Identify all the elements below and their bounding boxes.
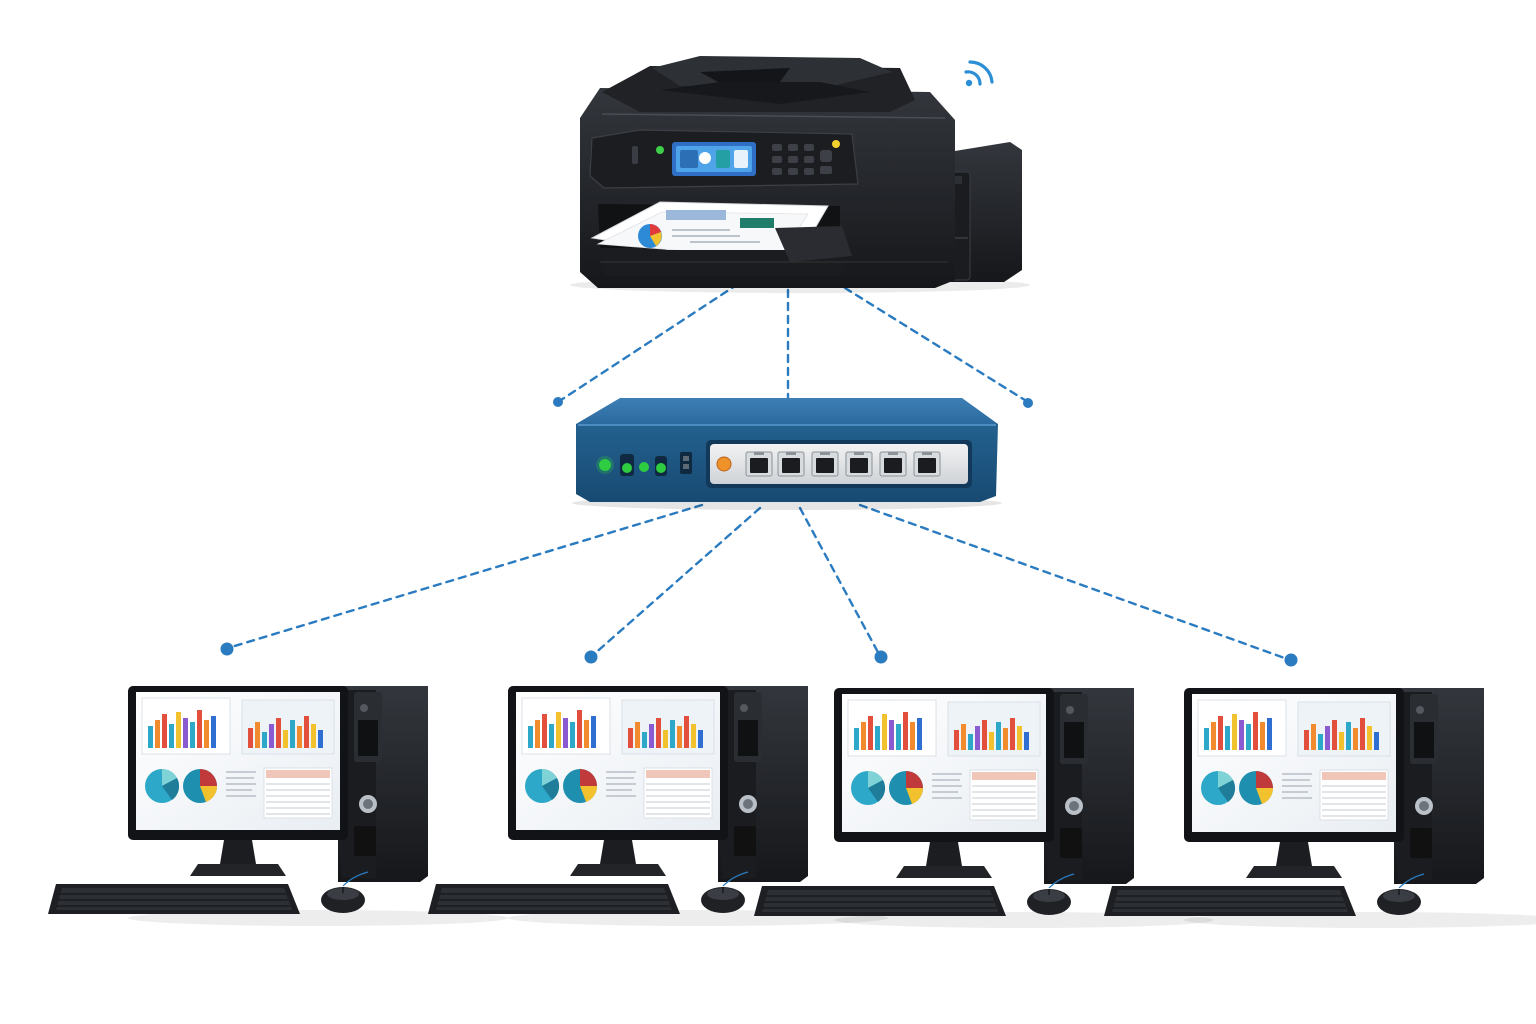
- endpoint-dot: [584, 650, 598, 664]
- link-endpoints: [220, 397, 1298, 667]
- status-led: [656, 463, 666, 473]
- endpoint-dot: [553, 397, 563, 407]
- ethernet-port: [811, 451, 839, 477]
- endpoint-dot: [874, 650, 888, 664]
- endpoint-dot: [1284, 653, 1298, 667]
- ethernet-port: [745, 451, 773, 477]
- ethernet-port: [879, 451, 907, 477]
- status-leds: [596, 452, 692, 476]
- printer-icon: [570, 56, 1030, 293]
- status-led: [639, 462, 649, 472]
- endpoint-dot: [220, 642, 234, 656]
- link-switch-pc2: [590, 506, 762, 658]
- desktop-computer-icon: [1103, 687, 1536, 929]
- link-printer-switch-right: [843, 286, 1030, 404]
- link-switch-pc3: [798, 506, 882, 658]
- ethernet-ports: [745, 451, 941, 477]
- status-led: [599, 459, 611, 471]
- link-printer-switch-left: [556, 282, 740, 404]
- wifi-icon: [964, 60, 994, 87]
- network-links: [226, 282, 1292, 662]
- link-switch-pc1: [226, 503, 704, 650]
- status-led: [622, 463, 632, 473]
- ethernet-port: [845, 451, 873, 477]
- link-switch-pc4: [858, 503, 1292, 662]
- ethernet-port: [777, 451, 805, 477]
- network-switch-icon: [572, 398, 1002, 510]
- port-indicator-orange: [716, 456, 732, 472]
- endpoint-dot: [1023, 398, 1033, 408]
- ethernet-port: [913, 451, 941, 477]
